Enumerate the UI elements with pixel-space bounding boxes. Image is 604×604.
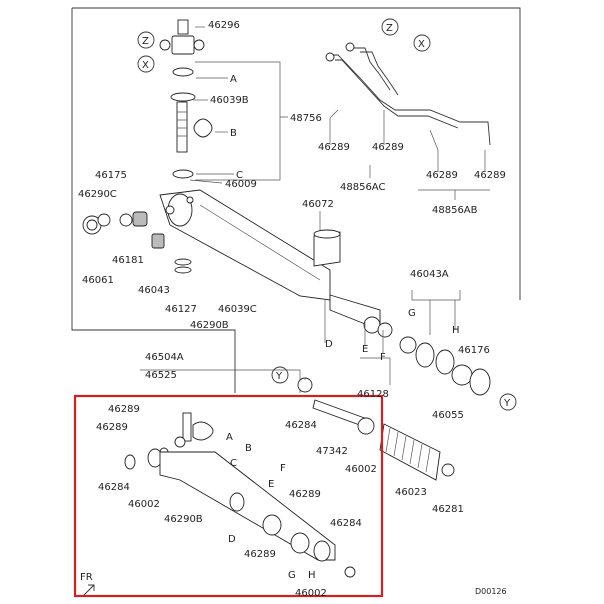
label-46525: 46525 xyxy=(145,370,177,381)
label-46281: 46281 xyxy=(432,504,464,515)
label-46296: 46296 xyxy=(208,20,240,31)
label-46002a: 46002 xyxy=(345,464,377,475)
label-46504A: 46504A xyxy=(145,352,184,363)
pinion-assembly xyxy=(159,19,213,179)
label-B2: B xyxy=(245,443,252,454)
right-seals xyxy=(363,316,491,396)
label-46023: 46023 xyxy=(395,487,427,498)
label-46176: 46176 xyxy=(458,345,490,356)
label-z2: Z xyxy=(386,23,393,34)
label-x2: X xyxy=(418,39,425,50)
bracket-48756 xyxy=(195,61,288,181)
label-46043: 46043 xyxy=(138,285,170,296)
label-48856AB: 48856AB xyxy=(432,205,478,216)
label-x1: X xyxy=(142,60,149,71)
label-z1: Z xyxy=(142,36,149,47)
bushing-46072 xyxy=(313,229,341,267)
label-H1: H xyxy=(452,325,460,336)
label-47342: 47342 xyxy=(316,446,348,457)
label-F1: F xyxy=(380,352,386,363)
label-s46289b: 46289 xyxy=(96,422,128,433)
label-46290B: 46290B xyxy=(190,320,229,331)
label-46289c: 46289 xyxy=(426,170,458,181)
label-s46289d: 46289 xyxy=(244,549,276,560)
label-s46002b: 46002 xyxy=(128,499,160,510)
label-s46289a: 46289 xyxy=(108,404,140,415)
label-y2: Y xyxy=(503,398,511,409)
label-46289b: 46289 xyxy=(372,142,404,153)
label-48756: 48756 xyxy=(290,113,322,124)
label-46039B: 46039B xyxy=(210,95,249,106)
label-s46284a: 46284 xyxy=(98,482,130,493)
label-E2: E xyxy=(268,479,274,490)
label-G2: G xyxy=(288,570,296,581)
label-B1: B xyxy=(230,128,237,139)
label-C1: C xyxy=(236,170,243,181)
leader-lines xyxy=(189,26,486,380)
label-s46290B: 46290B xyxy=(164,514,203,525)
label-46043A: 46043A xyxy=(410,269,449,280)
sub-assembly xyxy=(124,412,356,578)
label-46055: 46055 xyxy=(432,410,464,421)
label-46127: 46127 xyxy=(165,304,197,315)
label-D2: D xyxy=(228,534,236,545)
label-46072: 46072 xyxy=(302,199,334,210)
callout-labels: 46296 Z X Z X A B C 46039B 48756 46009 4… xyxy=(78,18,517,599)
label-46039C: 46039C xyxy=(218,304,257,315)
label-fr: FR xyxy=(80,572,93,583)
label-F2: F xyxy=(280,463,286,474)
hydraulic-lines xyxy=(325,42,491,146)
bracket-46128 xyxy=(360,357,391,385)
label-46061: 46061 xyxy=(82,275,114,286)
front-arrow-icon xyxy=(83,584,95,596)
label-y1: Y xyxy=(275,371,283,382)
label-code: D00126 xyxy=(475,587,507,596)
bracket-48856AB xyxy=(418,189,490,200)
label-H2: H xyxy=(308,570,316,581)
label-46289d: 46289 xyxy=(474,170,506,181)
label-46284a: 46284 xyxy=(285,420,317,431)
highlight-box xyxy=(73,394,384,598)
label-46289a: 46289 xyxy=(318,142,350,153)
label-46128: 46128 xyxy=(357,389,389,400)
label-46290C: 46290C xyxy=(78,189,117,200)
label-s46284b: 46284 xyxy=(330,518,362,529)
label-46175: 46175 xyxy=(95,170,127,181)
tie-rod-and-boot xyxy=(297,377,455,481)
label-46009: 46009 xyxy=(225,179,257,190)
left-components xyxy=(82,211,192,274)
label-48856AC: 48856AC xyxy=(340,182,385,193)
label-46181: 46181 xyxy=(112,255,144,266)
label-A1: A xyxy=(230,74,237,85)
label-A2: A xyxy=(226,432,233,443)
label-s46289c: 46289 xyxy=(289,489,321,500)
main-frame-outline xyxy=(71,7,521,393)
label-G1: G xyxy=(408,308,416,319)
label-E1: E xyxy=(362,344,368,355)
label-s46002c: 46002 xyxy=(295,588,327,599)
label-D1: D xyxy=(325,339,333,350)
label-C2: C xyxy=(230,458,237,469)
bracket-46043A xyxy=(411,290,461,335)
